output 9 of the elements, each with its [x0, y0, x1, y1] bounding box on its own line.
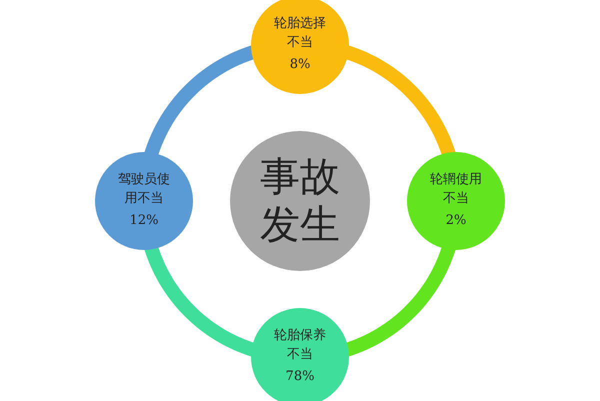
- percentage: 2%: [444, 212, 468, 230]
- percentage: 8%: [288, 56, 312, 74]
- center-title: 事故发生: [259, 153, 341, 249]
- category-label: 驾驶员使用不当: [117, 170, 171, 208]
- percentage: 12%: [128, 212, 160, 230]
- percentage: 78%: [284, 368, 316, 386]
- category-label: 轮胎保养不当: [273, 326, 327, 364]
- category-label: 轮胎选择不当: [273, 14, 327, 52]
- category-label: 轮辋使用不当: [429, 170, 483, 208]
